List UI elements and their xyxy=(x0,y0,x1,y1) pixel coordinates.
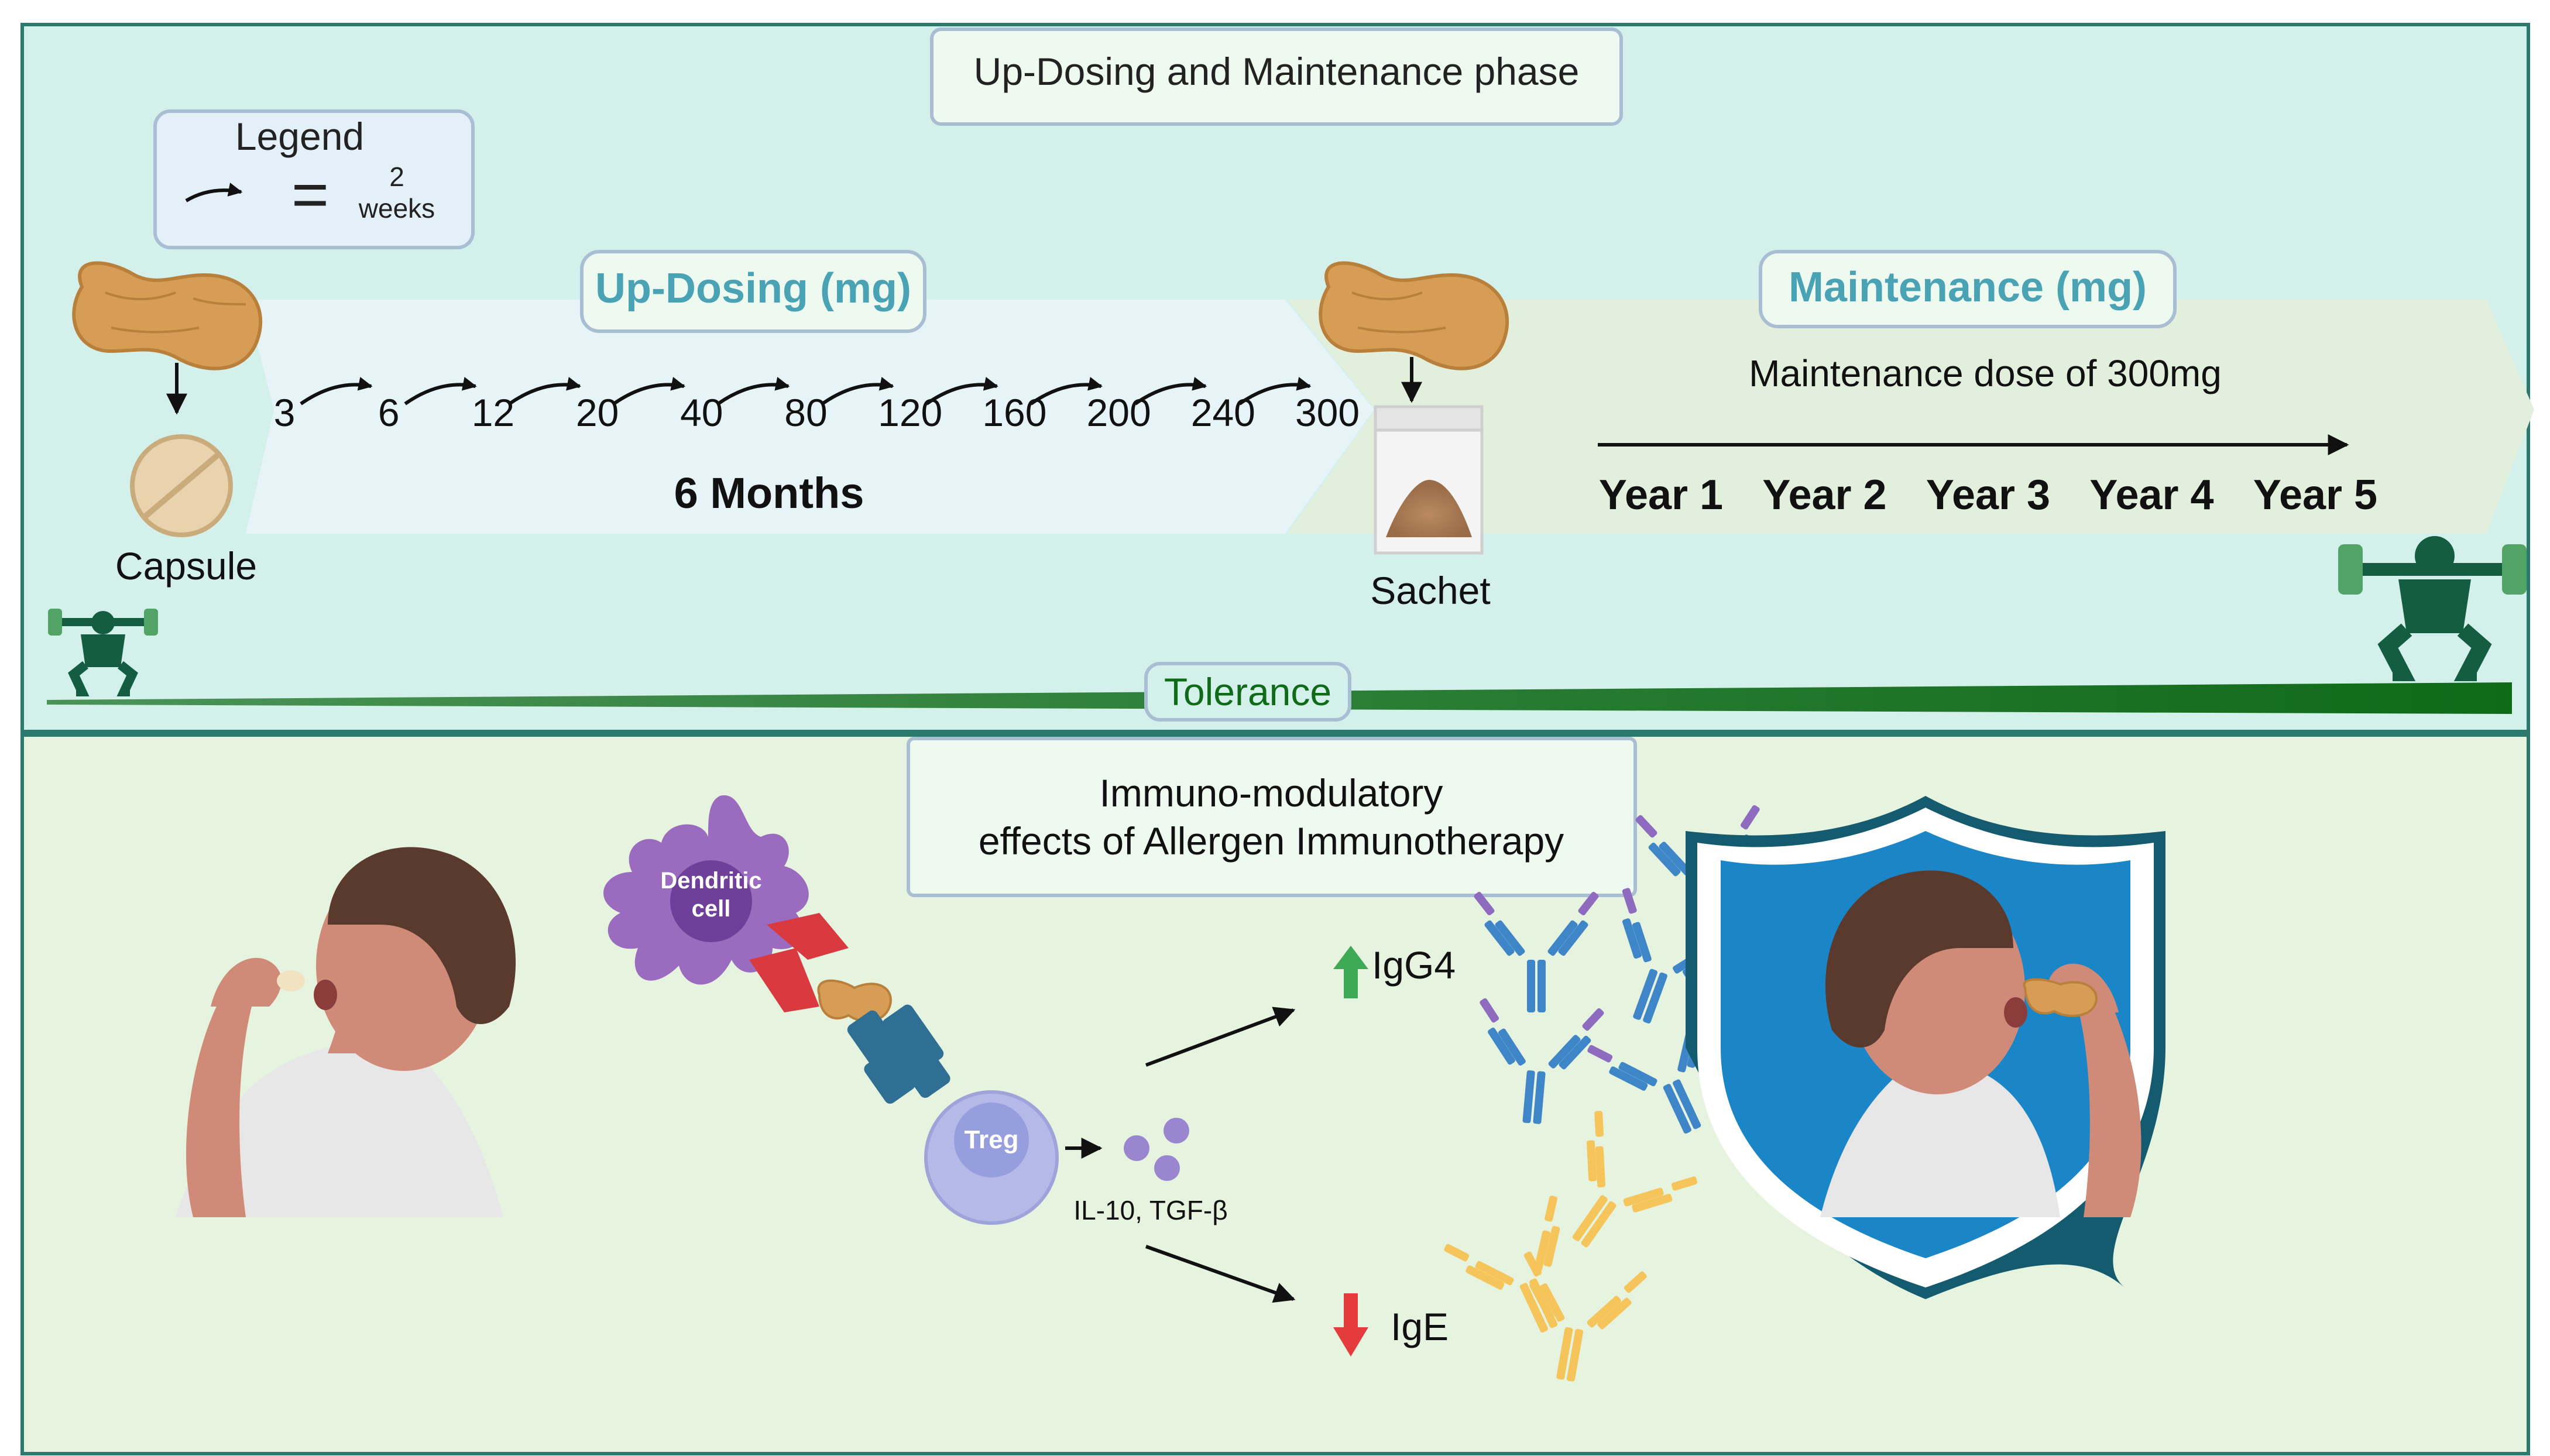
igg4-antibody-icon xyxy=(1474,891,1599,1012)
dose-row: 3 6 12 20 40 80 120 160 200 240 300 xyxy=(274,377,1360,434)
dose-value: 12 xyxy=(472,391,514,434)
two-week-step-arrow-icon xyxy=(612,377,686,406)
immunomodulatory-title-line1: Immuno-modulatory xyxy=(1100,771,1443,815)
bottom-panel: Immuno-modulatory effects of Allergen Im… xyxy=(20,733,2530,1455)
year-row: Year 1 Year 2 Year 3 Year 4 Year 5 xyxy=(1599,472,2377,518)
dose-value: 300 xyxy=(1295,391,1360,434)
two-week-step-arrow-icon xyxy=(925,377,998,406)
capsule-icon xyxy=(130,434,233,537)
dendritic-cell: Dendritic cell xyxy=(603,795,809,985)
two-week-step-arrow-icon xyxy=(404,377,477,406)
dose-value: 80 xyxy=(784,391,827,434)
immunomodulatory-title-box: Immuno-modulatory effects of Allergen Im… xyxy=(907,737,1637,897)
peanut-antigen-icon xyxy=(817,979,892,1022)
year-label: Year 1 xyxy=(1599,472,1723,518)
legend-title: Legend xyxy=(235,115,364,158)
igg4-antibody-icon xyxy=(1622,888,1740,1024)
down-arrow-icon xyxy=(1333,1293,1368,1357)
peanut-icon-left xyxy=(72,261,263,370)
year-label: Year 3 xyxy=(1926,472,2050,518)
two-week-step-arrow-icon xyxy=(717,377,790,406)
updosing-band xyxy=(246,300,1374,534)
dose-value: 40 xyxy=(680,391,723,434)
t-cell-receptor xyxy=(847,1004,950,1104)
two-week-step-arrow-icon xyxy=(1238,377,1312,406)
legend-arrow-icon xyxy=(185,183,243,202)
weightlifter-small-icon xyxy=(48,609,158,696)
updosing-duration: 6 Months xyxy=(674,469,864,517)
treg-label: Treg xyxy=(965,1125,1019,1154)
capsule-label: Capsule xyxy=(115,544,257,588)
two-week-step-arrow-icon xyxy=(300,377,373,406)
phase-title: Up-Dosing and Maintenance phase xyxy=(974,50,1580,93)
igg4-label: IgG4 xyxy=(1372,943,1456,987)
maintenance-label: Maintenance (mg) xyxy=(1789,264,2147,311)
year-label: Year 2 xyxy=(1762,472,1886,518)
igg4-antibody-icon xyxy=(1480,998,1604,1124)
two-week-step-arrow-icon xyxy=(1134,377,1207,406)
peanut-icon-right xyxy=(1319,261,1509,370)
maintenance-dose-text: Maintenance dose of 300mg xyxy=(1749,352,2222,394)
protected-boy-illustration xyxy=(1820,870,2141,1217)
year-label: Year 4 xyxy=(2089,472,2213,518)
boy-eating-peanut-illustration xyxy=(176,847,516,1217)
maintenance-label-box: Maintenance (mg) xyxy=(1759,250,2177,328)
igg4-increase: IgG4 xyxy=(1333,943,1456,998)
immunomodulatory-title-line2: effects of Allergen Immunotherapy xyxy=(979,819,1564,863)
two-week-step-arrow-icon xyxy=(821,377,894,406)
up-arrow-icon xyxy=(1333,946,1368,998)
updosing-label: Up-Dosing (mg) xyxy=(595,265,911,312)
mhc-receptor xyxy=(749,913,849,1012)
maintenance-band xyxy=(1288,300,2534,534)
cytokines-label: IL-10, TGF-β xyxy=(1073,1195,1227,1225)
tolerance-label-box: Tolerance xyxy=(1144,662,1351,722)
ige-label: IgE xyxy=(1391,1305,1449,1348)
tolerance-label: Tolerance xyxy=(1164,670,1331,713)
updosing-label-box: Up-Dosing (mg) xyxy=(580,250,926,333)
arrow-to-ige xyxy=(1145,1245,1296,1303)
year-label: Year 5 xyxy=(2253,472,2377,518)
igg4-antibody-icon xyxy=(1587,997,1704,1134)
dose-value: 6 xyxy=(378,391,400,434)
legend-unit: weeks xyxy=(358,193,435,224)
weightlifter-large-icon xyxy=(2338,536,2527,681)
dendritic-cell-label-line2: cell xyxy=(692,896,731,922)
dose-value: 3 xyxy=(274,391,296,434)
dose-value: 160 xyxy=(982,391,1046,434)
two-week-step-arrow-icon xyxy=(1029,377,1103,406)
legend-equals: = xyxy=(291,159,329,231)
ige-antibody-cluster xyxy=(1444,1111,1698,1382)
arrow-to-igg4 xyxy=(1145,1007,1296,1067)
legend-value: 2 xyxy=(389,162,404,192)
sachet-label: Sachet xyxy=(1370,569,1490,612)
dose-value: 20 xyxy=(576,391,619,434)
cytokine-molecules xyxy=(1124,1118,1189,1181)
ige-antibody-icon xyxy=(1523,1251,1647,1382)
sachet-icon xyxy=(1374,405,1484,555)
top-panel: Up-Dosing and Maintenance phase Legend =… xyxy=(20,23,2534,733)
ige-decrease: IgE xyxy=(1333,1293,1449,1357)
dose-value: 200 xyxy=(1087,391,1151,434)
two-week-step-arrow-icon xyxy=(508,377,581,406)
phase-title-box: Up-Dosing and Maintenance phase xyxy=(930,28,1623,126)
ige-antibody-icon xyxy=(1572,1111,1698,1248)
dendritic-cell-label-line1: Dendritic xyxy=(660,868,761,894)
dose-value: 120 xyxy=(878,391,942,434)
legend-box: Legend = 2 weeks xyxy=(153,109,475,249)
dose-value: 240 xyxy=(1191,391,1255,434)
treg-cell: Treg xyxy=(924,1090,1059,1225)
